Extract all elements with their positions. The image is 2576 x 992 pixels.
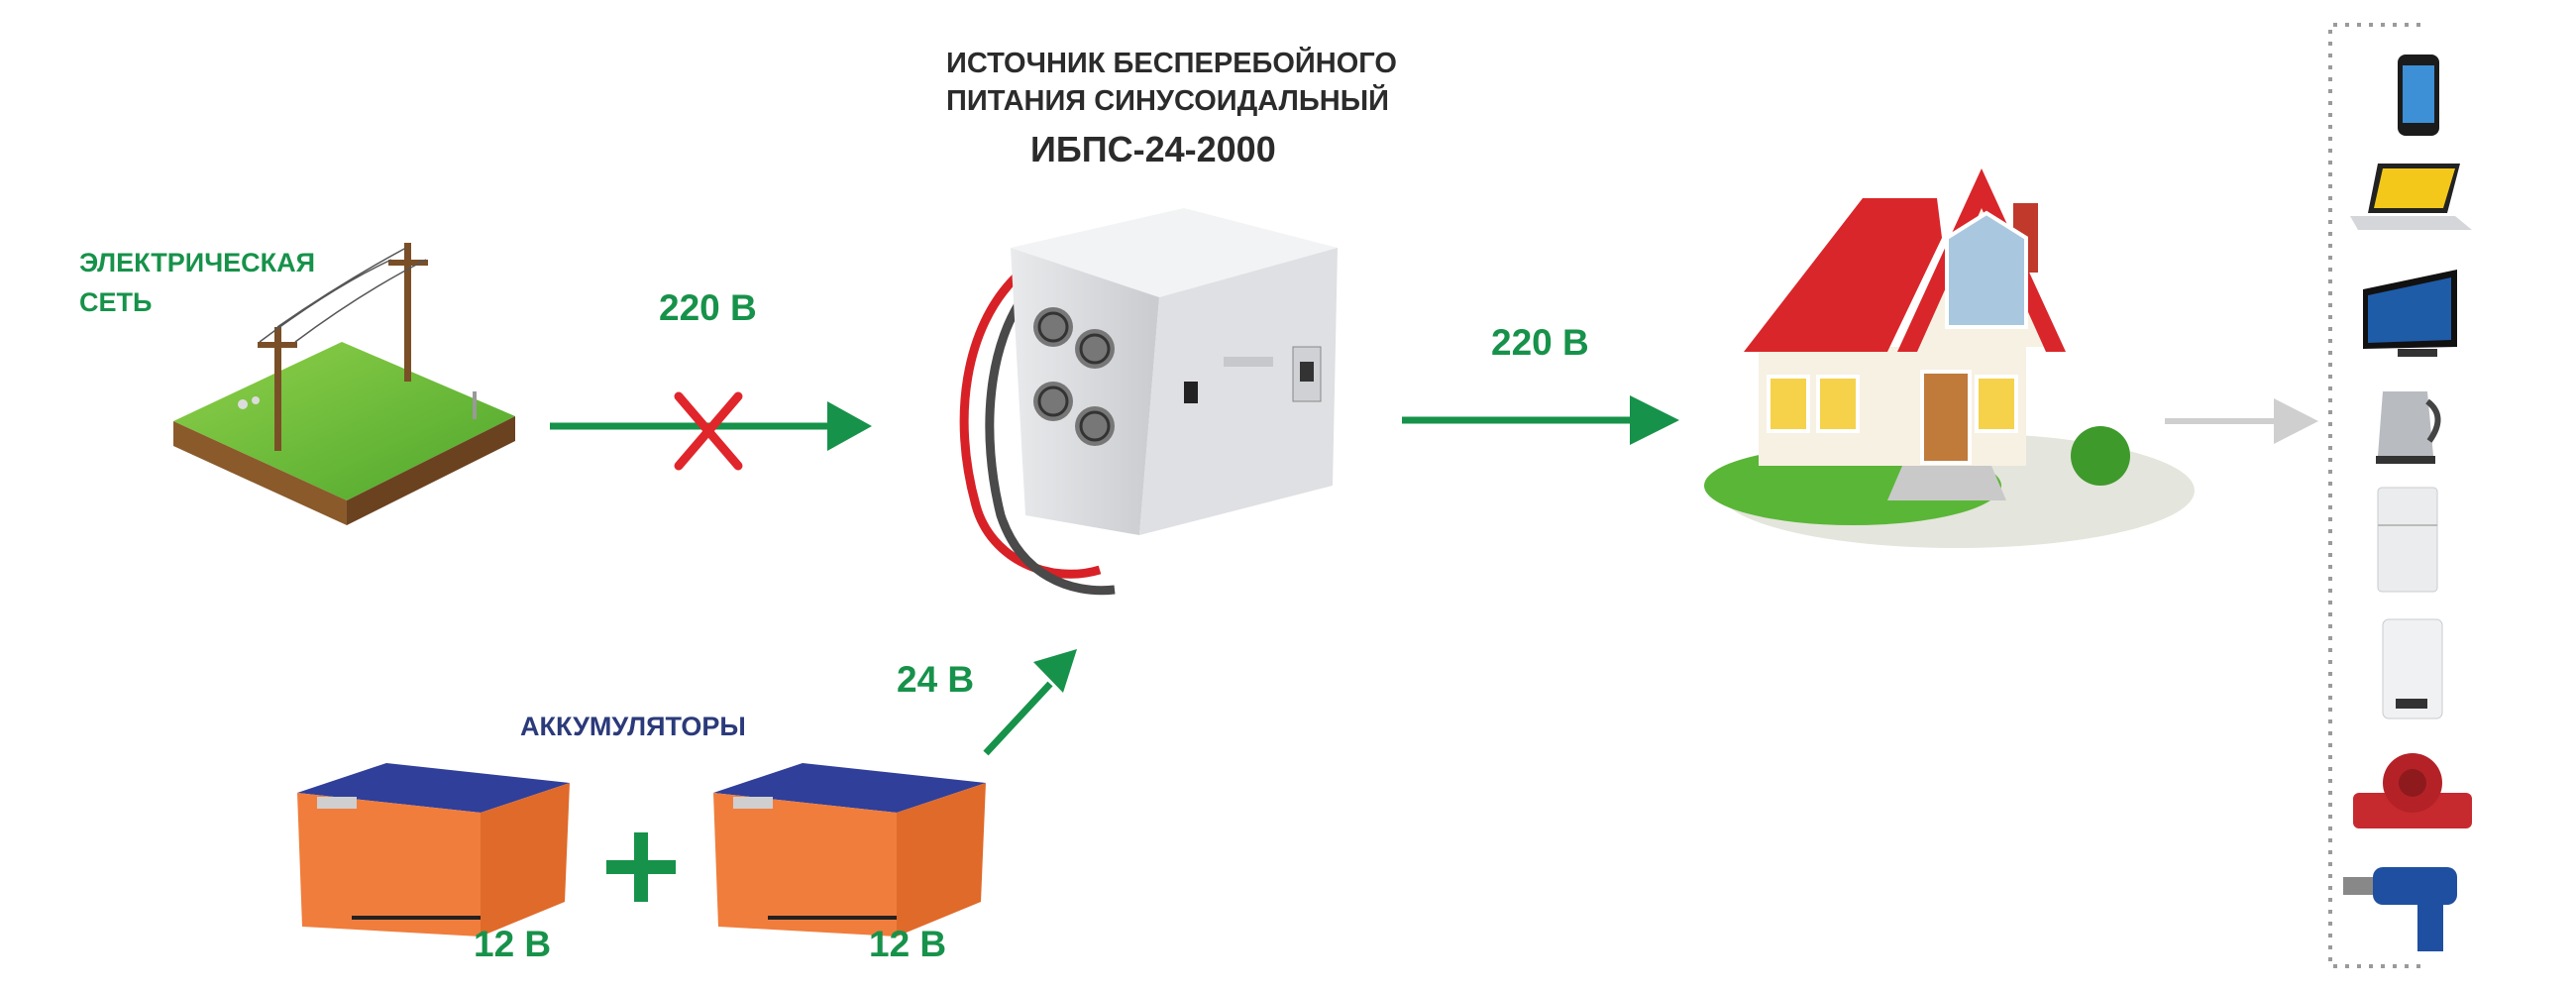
appliances-frame (2328, 23, 2420, 968)
tv-icon (2363, 270, 2457, 357)
house-illustration (1704, 168, 2195, 548)
ups-title-line-2: ПИТАНИЯ СИНУСОИДАЛЬНЫЙ (946, 85, 1389, 117)
ups-unit-illustration (959, 208, 1338, 596)
plus-icon (606, 832, 676, 902)
grid-to-ups-arrow (550, 401, 872, 451)
battery-2-illustration (713, 763, 986, 937)
refrigerator-icon (2377, 487, 2438, 593)
ups-model-name: ИБПС-24-2000 (1030, 129, 1276, 169)
output-voltage-label: 220 В (1491, 322, 1589, 363)
house-to-appliances-arrow (2165, 398, 2318, 444)
batteries-label: АККУМУЛЯТОРЫ (520, 712, 746, 741)
utility-pole-icon (258, 243, 428, 451)
drill-icon (2343, 867, 2457, 951)
water-heater-icon (2382, 618, 2443, 719)
batteries-to-ups-arrow (983, 649, 1077, 756)
kettle-icon (2376, 391, 2441, 464)
ups-to-house-arrow (1402, 395, 1679, 445)
circulation-pump-icon (2353, 753, 2472, 828)
battery-1-illustration (297, 763, 570, 937)
ups-title-line-1: ИСТОЧНИК БЕСПЕРЕБОЙНОГО (946, 48, 1397, 79)
smartphone-icon (2398, 55, 2439, 136)
power-grid-illustration (173, 243, 515, 525)
battery-1-voltage-label: 12 В (474, 924, 552, 964)
grid-label-line-1: ЭЛЕКТРИЧЕСКАЯ (79, 248, 316, 277)
combined-voltage-label: 24 В (897, 659, 975, 700)
grid-voltage-label: 220 В (659, 287, 757, 328)
battery-2-voltage-label: 12 В (869, 924, 947, 964)
grid-label-line-2: СЕТЬ (79, 287, 153, 317)
laptop-icon (2350, 164, 2472, 230)
grid-failure-cross-icon (674, 391, 743, 471)
